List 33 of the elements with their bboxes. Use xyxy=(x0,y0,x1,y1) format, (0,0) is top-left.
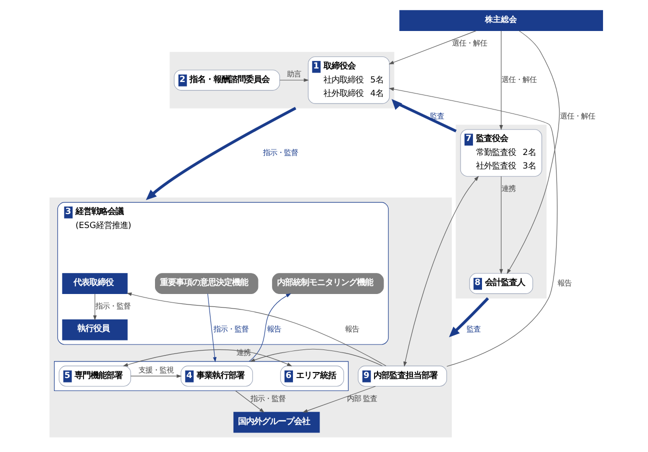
arrow xyxy=(388,87,558,367)
node-box: 国内外グループ会社 xyxy=(233,412,320,433)
node-box: 1 取締役会 社内取締役 5名 社外取締役 4名 xyxy=(308,56,390,104)
node-box: 5 専門機能部署 xyxy=(58,366,132,387)
node-box: 9 内部監査担当部署 xyxy=(358,366,447,387)
node-box: 内部統制モニタリング機能 xyxy=(272,273,384,294)
cluster xyxy=(49,198,452,438)
node-box: 執行役員 xyxy=(62,319,128,340)
arrow xyxy=(235,390,264,413)
arrow xyxy=(388,30,476,64)
node-box: 2 指名・報酬諮問委員会 xyxy=(174,70,280,91)
arrow xyxy=(130,374,182,378)
arrow xyxy=(506,30,560,274)
arrow xyxy=(302,386,376,412)
node-box: 代表取締役 xyxy=(62,273,128,294)
arrow xyxy=(403,176,479,367)
arrow xyxy=(122,349,292,366)
node-box: 重要事項の意思決定機能 xyxy=(155,273,258,294)
arrow xyxy=(280,78,309,82)
node-box: 4 事業執行部署 xyxy=(180,366,253,387)
node-box: 7 監査役会 常勤監査役 2名 社外監査役 3名 xyxy=(460,129,542,177)
arrow xyxy=(250,348,383,366)
node-box: 6 エリア統括 xyxy=(280,366,344,387)
node-box: 8 会計監査人 xyxy=(469,273,534,294)
arrow xyxy=(392,98,457,132)
arrow xyxy=(146,106,296,200)
arrow xyxy=(248,293,292,362)
arrow xyxy=(499,176,503,274)
arrow xyxy=(499,30,503,130)
arrow xyxy=(207,293,217,362)
arrow xyxy=(448,297,489,338)
arrow xyxy=(93,294,97,320)
arrow xyxy=(126,292,386,366)
